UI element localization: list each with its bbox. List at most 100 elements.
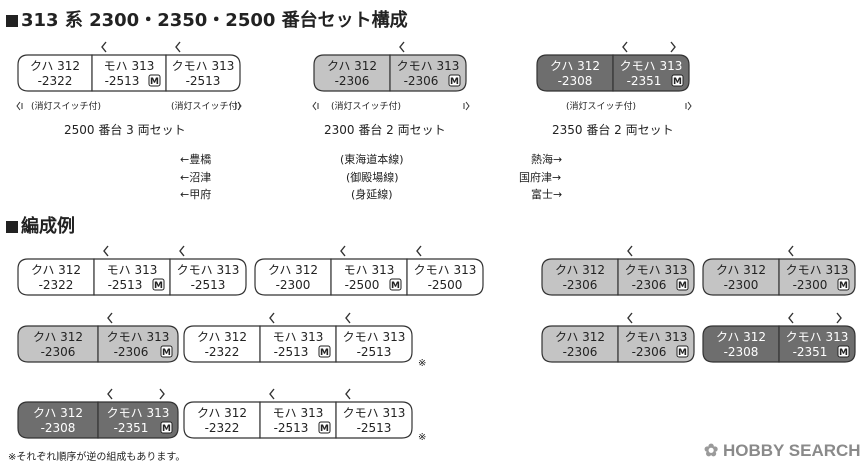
motor-mark-icon: M [318, 345, 331, 358]
car-number-label: -2322 [39, 278, 74, 292]
car-number-label: -2513 [108, 278, 143, 292]
pantograph-icon [345, 312, 351, 324]
train-car [17, 258, 95, 296]
train-car [612, 54, 690, 92]
motor-mark-box [160, 421, 173, 434]
heading-set-composition: 313 系 2300・2350・2500 番台セット構成 [6, 6, 408, 32]
motor-mark-box [318, 345, 331, 358]
pantograph-icon [103, 245, 109, 257]
hobby-search-logo: ✿ HOBBY SEARCH [704, 441, 861, 460]
headlight-ray [237, 101, 242, 111]
pantograph-icon [340, 245, 346, 257]
motor-mark-label: M [678, 348, 687, 358]
route-right: 国府津→ [519, 171, 562, 184]
car-type-label: クモハ 313 [786, 263, 849, 277]
motor-mark-label: M [450, 77, 459, 87]
pantograph-icon [670, 41, 676, 53]
car-type-label: モハ 313 [273, 406, 324, 420]
car-number-label: -2308 [41, 421, 76, 435]
car-number-label: -2306 [114, 345, 149, 359]
car-type-label: クハ 312 [33, 330, 83, 344]
car-number-label: -2513 [191, 278, 226, 292]
car-type-label: モハ 313 [273, 330, 324, 344]
train-car [169, 258, 247, 296]
car-type-label: クモハ 313 [172, 59, 235, 73]
car-type-label: クハ 312 [197, 406, 247, 420]
set-label: 2350 番台 2 両セット [552, 123, 674, 137]
pantograph-icon [399, 41, 405, 53]
car-type-label: クモハ 313 [343, 406, 406, 420]
car-number-label: -2306 [404, 74, 439, 88]
motor-mark-icon: M [148, 74, 161, 87]
train-car [389, 54, 467, 92]
train-car [17, 54, 93, 92]
set-label: 2500 番台 3 両セット [64, 123, 186, 137]
car-type-label: モハ 313 [344, 263, 395, 277]
motor-mark-icon: M [676, 278, 689, 291]
route-line: (身延線) [351, 188, 393, 201]
train-car [778, 258, 856, 296]
train-car [97, 325, 179, 363]
car-number-label: -2306 [563, 345, 598, 359]
motor-mark-label: M [391, 281, 400, 291]
motor-mark-icon: M [152, 278, 165, 291]
car-type-label: クモハ 313 [786, 330, 849, 344]
car-number-label: -2300 [276, 278, 311, 292]
car-type-label: クモハ 313 [107, 406, 170, 420]
motor-mark-box [152, 278, 165, 291]
car-type-label: クハ 312 [716, 330, 766, 344]
headlight-ray [687, 101, 692, 111]
pantograph-icon [269, 312, 275, 324]
pantograph-icon [159, 388, 165, 400]
car-type-label: クハ 312 [555, 330, 605, 344]
motor-mark-box [837, 345, 850, 358]
motor-mark-label: M [150, 77, 159, 87]
car-type-label: クモハ 313 [177, 263, 240, 277]
car-number-label: -2306 [335, 74, 370, 88]
car-type-label: モハ 313 [104, 59, 155, 73]
switch-label: (消灯スイッチ付) [31, 100, 101, 112]
switch-label: (消灯スイッチ付) [331, 100, 401, 112]
headlight-switch-icon [16, 101, 23, 111]
headlight-ray [465, 101, 470, 111]
route-left: ←豊橋 [180, 153, 212, 166]
car-number-label: -2351 [627, 74, 662, 88]
train-car [536, 54, 614, 92]
car-type-label: クモハ 313 [397, 59, 460, 73]
heading-formation-examples: 編成例 [6, 212, 75, 238]
train-car [254, 258, 332, 296]
car-type-label: クハ 312 [31, 263, 81, 277]
car-number-label: -2306 [41, 345, 76, 359]
car-type-label: クモハ 313 [625, 263, 688, 277]
heading-text: 編成例 [21, 216, 75, 237]
logo-mark-icon: ✿ [704, 441, 723, 460]
motor-mark-label: M [162, 348, 171, 358]
headlight-switch-icon [235, 101, 242, 111]
car-number-label: -2513 [274, 421, 309, 435]
motor-mark-icon: M [160, 345, 173, 358]
pantograph-icon [175, 41, 181, 53]
motor-mark-label: M [320, 348, 329, 358]
pantograph-icon [107, 388, 113, 400]
train-car [617, 325, 695, 363]
motor-mark-label: M [320, 424, 329, 434]
motor-mark-label: M [839, 281, 848, 291]
motor-mark-box [676, 278, 689, 291]
car-type-label: クモハ 313 [107, 330, 170, 344]
train-car [313, 54, 391, 92]
car-number-label: -2351 [114, 421, 149, 435]
pantograph-icon [107, 312, 113, 324]
motor-mark-icon: M [448, 74, 461, 87]
pantograph-icon [622, 41, 628, 53]
train-car [183, 325, 261, 363]
motor-mark-label: M [673, 77, 682, 87]
motor-mark-box [389, 278, 402, 291]
motor-mark-label: M [839, 348, 848, 358]
train-car [702, 325, 780, 363]
car-number-label: -2308 [724, 345, 759, 359]
headlight-ray [16, 101, 21, 111]
car-number-label: -2322 [38, 74, 73, 88]
route-line: (御殿場線) [346, 171, 399, 184]
car-type-label: クハ 312 [268, 263, 318, 277]
car-number-label: -2513 [357, 345, 392, 359]
